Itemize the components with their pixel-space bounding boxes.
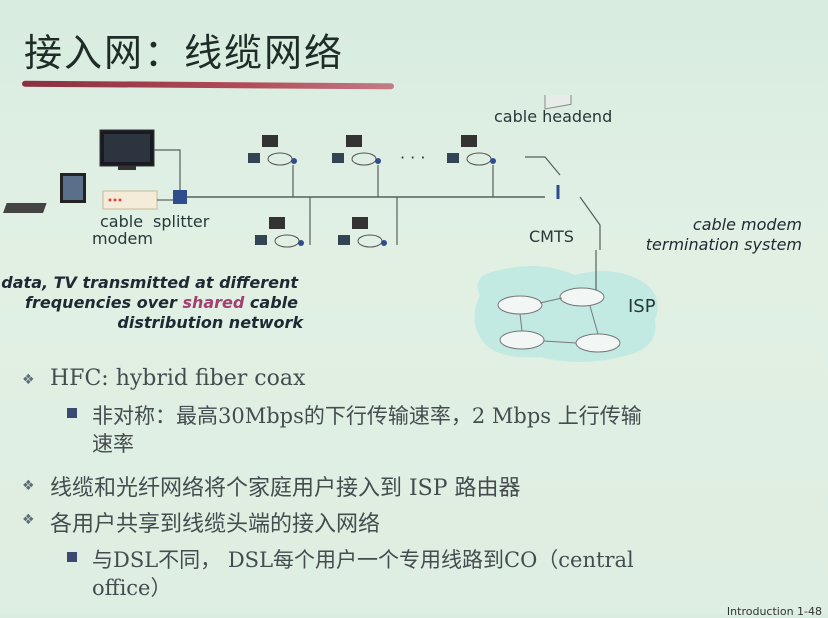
square-bullet-icon <box>67 408 77 418</box>
cmts-desc-line1: cable modem <box>692 215 802 234</box>
data-desc-line1: data, TV transmitted at different <box>1 273 298 292</box>
cmts-label: CMTS <box>529 227 574 246</box>
cable-modem-icon <box>102 190 158 210</box>
computer-icon <box>3 173 86 213</box>
cable-network-diagram: cable headend cable splitter modem CMTS … <box>0 95 828 370</box>
square-bullet-icon <box>67 552 77 562</box>
diamond-bullet-icon: ❖ <box>22 512 35 528</box>
network-svg <box>3 95 658 362</box>
bullet-item-cont: office） <box>92 576 172 600</box>
bullet-item: 各用户共享到线缆头端的接入网络 <box>50 512 381 537</box>
cable-wires <box>154 149 601 295</box>
tv-icon <box>99 129 155 170</box>
splitter-icon <box>173 190 187 204</box>
home-group-top <box>248 135 496 166</box>
bullet-item: 非对称：最高30Mbps的下行传输速率，2 Mbps 上行传输 <box>92 404 642 428</box>
headend-label: cable headend <box>494 107 613 126</box>
diamond-bullet-icon: ❖ <box>22 478 35 494</box>
data-desc-line2: frequencies over shared cable <box>25 293 298 312</box>
cmts-desc-line2: termination system <box>645 235 802 254</box>
title-underline <box>21 80 395 90</box>
home-group-bottom <box>255 217 387 248</box>
bullet-item-cont: 速率 <box>92 432 134 456</box>
splitter-label: splitter <box>153 212 210 231</box>
data-desc-line3: distribution network <box>117 313 303 332</box>
page-title: 接入网：线缆网络 <box>24 31 345 75</box>
shared-emphasis: shared <box>182 293 245 312</box>
bullet-item: 线缆和光纤网络将个家庭用户接入到 ISP 路由器 <box>50 476 521 501</box>
bullet-item: 与DSL不同， DSL每个用户一个专用线路到CO（central <box>92 548 634 572</box>
bullet-item: HFC: hybrid fiber coax <box>50 366 306 391</box>
isp-routers <box>497 287 621 353</box>
homes-ellipsis: · · · <box>400 148 426 167</box>
modem-label: modem <box>92 229 153 248</box>
slide-footer: Introduction 1-48 <box>726 605 822 618</box>
cable-label: cable <box>100 212 144 231</box>
diamond-bullet-icon: ❖ <box>22 372 35 388</box>
cmts-icon <box>544 95 572 199</box>
isp-label: ISP <box>628 296 656 317</box>
